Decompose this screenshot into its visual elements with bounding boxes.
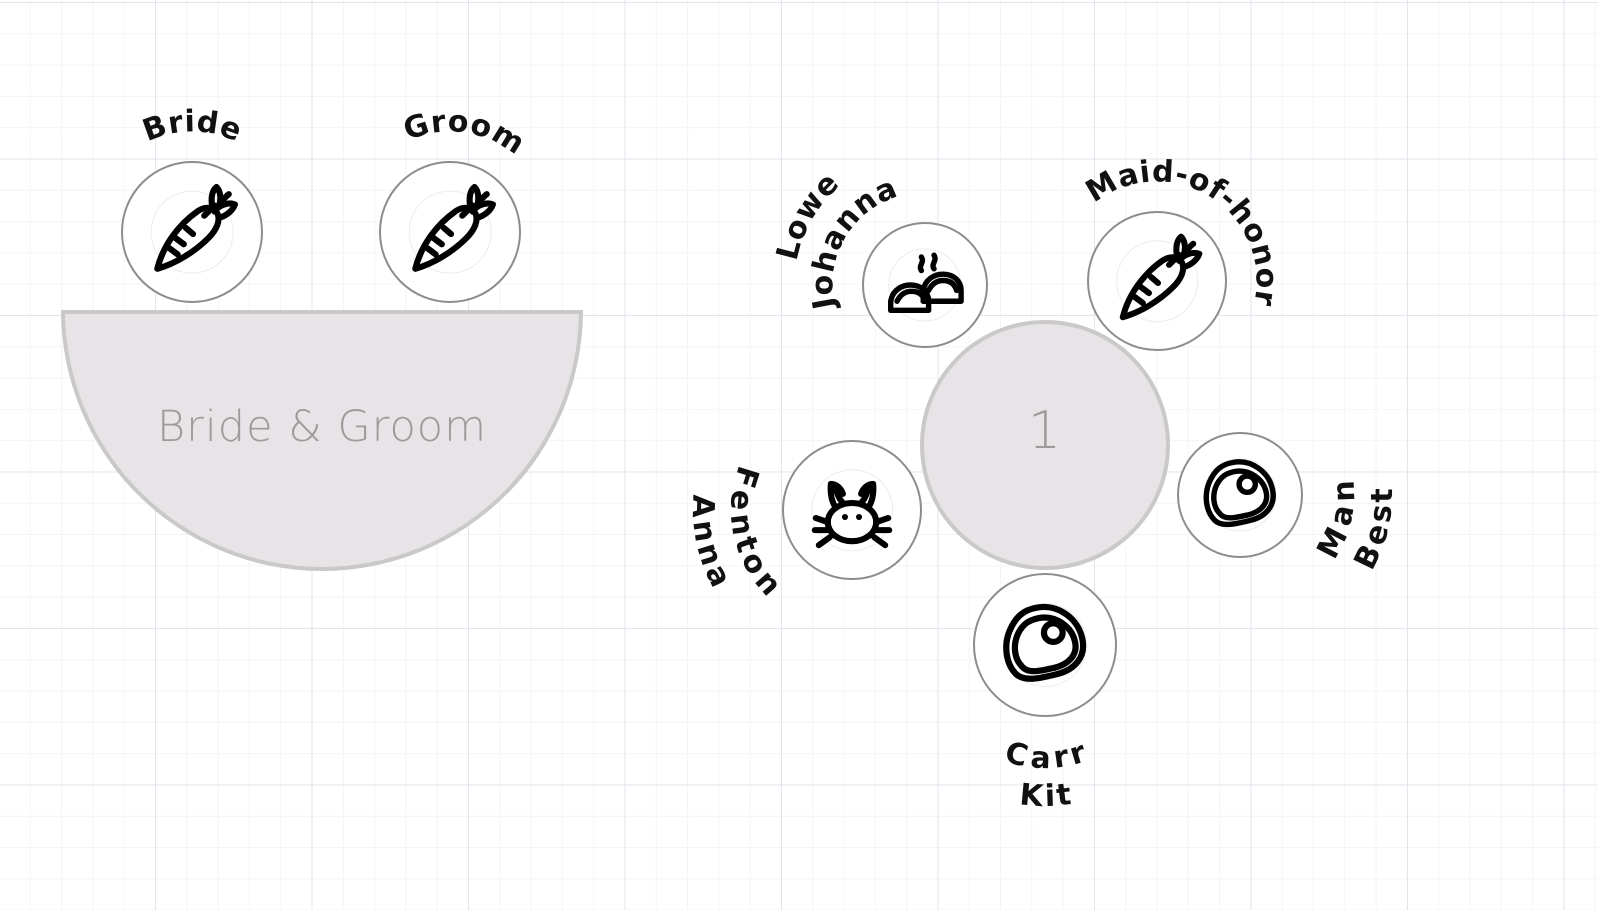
- seat-name-char: o: [1248, 267, 1284, 289]
- seat-name-char: B: [138, 108, 172, 149]
- seat-name-char: n: [747, 563, 789, 603]
- seat-name-char: r: [1246, 287, 1284, 309]
- seat-name-char: F: [725, 461, 766, 492]
- dumplings-icon: [880, 240, 970, 330]
- round-table[interactable]: 1: [920, 320, 1170, 570]
- seat-name-char: n: [1243, 239, 1283, 270]
- seat-name-char: d: [1151, 154, 1175, 191]
- seat-name-char: o: [776, 212, 817, 246]
- seat-name-char: -: [1171, 156, 1192, 194]
- seat-name-char: h: [1221, 192, 1262, 232]
- seat-name-char: w: [787, 184, 832, 228]
- plate-inner-ring: [408, 190, 492, 274]
- seat-anna-fenton[interactable]: [782, 440, 922, 580]
- seat-name-char: r: [428, 104, 448, 141]
- seat-name-char: e: [214, 108, 247, 149]
- seat-name-char: a: [697, 558, 738, 593]
- seat-name-char: o: [733, 545, 775, 581]
- seat-name-char: M: [1310, 521, 1356, 565]
- seat-name-char: i: [1137, 154, 1152, 191]
- plate-inner-ring: [150, 190, 234, 274]
- seat-name-char: n: [846, 181, 884, 223]
- seat-groom[interactable]: [379, 161, 521, 303]
- seat-name-char: M: [1079, 164, 1124, 210]
- seat-name-char: K: [1018, 777, 1045, 815]
- seat-name-char: i: [1044, 778, 1056, 815]
- seat-name-char: r: [165, 104, 186, 142]
- seat-name-char: o: [805, 274, 841, 296]
- seat-name-char: t: [1364, 488, 1401, 503]
- seat-name-char: n: [722, 511, 761, 538]
- seat-name-char: o: [446, 103, 470, 141]
- seat-name-char: B: [1347, 539, 1389, 576]
- seat-name-char: a: [1323, 502, 1362, 529]
- seat-name-char: n: [1326, 479, 1363, 503]
- seat-name-char: n: [689, 538, 730, 570]
- seat-name-char: t: [727, 532, 765, 557]
- seat-name-char: A: [684, 494, 721, 519]
- seat-name-char: d: [194, 104, 221, 142]
- table-name-label: Bride & Groom: [157, 402, 487, 452]
- seat-name-char: -: [1212, 181, 1245, 216]
- steak-icon: [993, 593, 1097, 697]
- seat-name-char: a: [1029, 740, 1052, 777]
- seat-name-char: J: [806, 294, 843, 312]
- seat-name-char: f: [1201, 171, 1232, 208]
- steak-icon: [1195, 450, 1285, 540]
- table-name-label: 1: [1027, 401, 1063, 461]
- seat-best-man[interactable]: [1177, 432, 1303, 558]
- seat-name-char: s: [1362, 502, 1400, 525]
- seat-name-char: i: [184, 104, 196, 140]
- seat-name-char: t: [1054, 777, 1073, 814]
- seat-name-char: e: [806, 165, 846, 206]
- seat-name-char: C: [1001, 735, 1032, 775]
- seat-bride[interactable]: [121, 161, 263, 303]
- seat-name-char: e: [1357, 519, 1397, 550]
- seat-name-char: r: [1065, 734, 1090, 773]
- seat-name-char: m: [485, 115, 531, 162]
- carrot-icon: [1107, 231, 1208, 332]
- seat-kit-carr[interactable]: [973, 573, 1117, 717]
- plate-inner-ring: [811, 469, 893, 551]
- seat-name-char: r: [1051, 739, 1071, 776]
- seat-name-char: a: [869, 170, 902, 211]
- crab-icon: [802, 460, 903, 561]
- head-table[interactable]: Bride & Groom: [61, 310, 583, 571]
- seat-name-char: o: [466, 106, 497, 147]
- seat-maid-of-honor[interactable]: [1087, 211, 1227, 351]
- seat-name-char: G: [399, 106, 434, 148]
- seat-name-char: n: [685, 517, 723, 545]
- seat-name-char: a: [1113, 156, 1143, 196]
- plate-inner-ring: [1116, 240, 1198, 322]
- seat-name-char: o: [1183, 160, 1217, 201]
- carrot-icon: [141, 181, 243, 283]
- carrot-icon: [399, 181, 501, 283]
- seat-name-char: n: [826, 199, 868, 239]
- seat-name-char: o: [1234, 215, 1275, 250]
- seat-name-char: h: [806, 246, 846, 276]
- seat-johanna-lowe[interactable]: [862, 222, 988, 348]
- seat-name-char: L: [770, 236, 809, 264]
- seat-name-char: e: [722, 488, 760, 512]
- seat-name-char: a: [813, 221, 855, 256]
